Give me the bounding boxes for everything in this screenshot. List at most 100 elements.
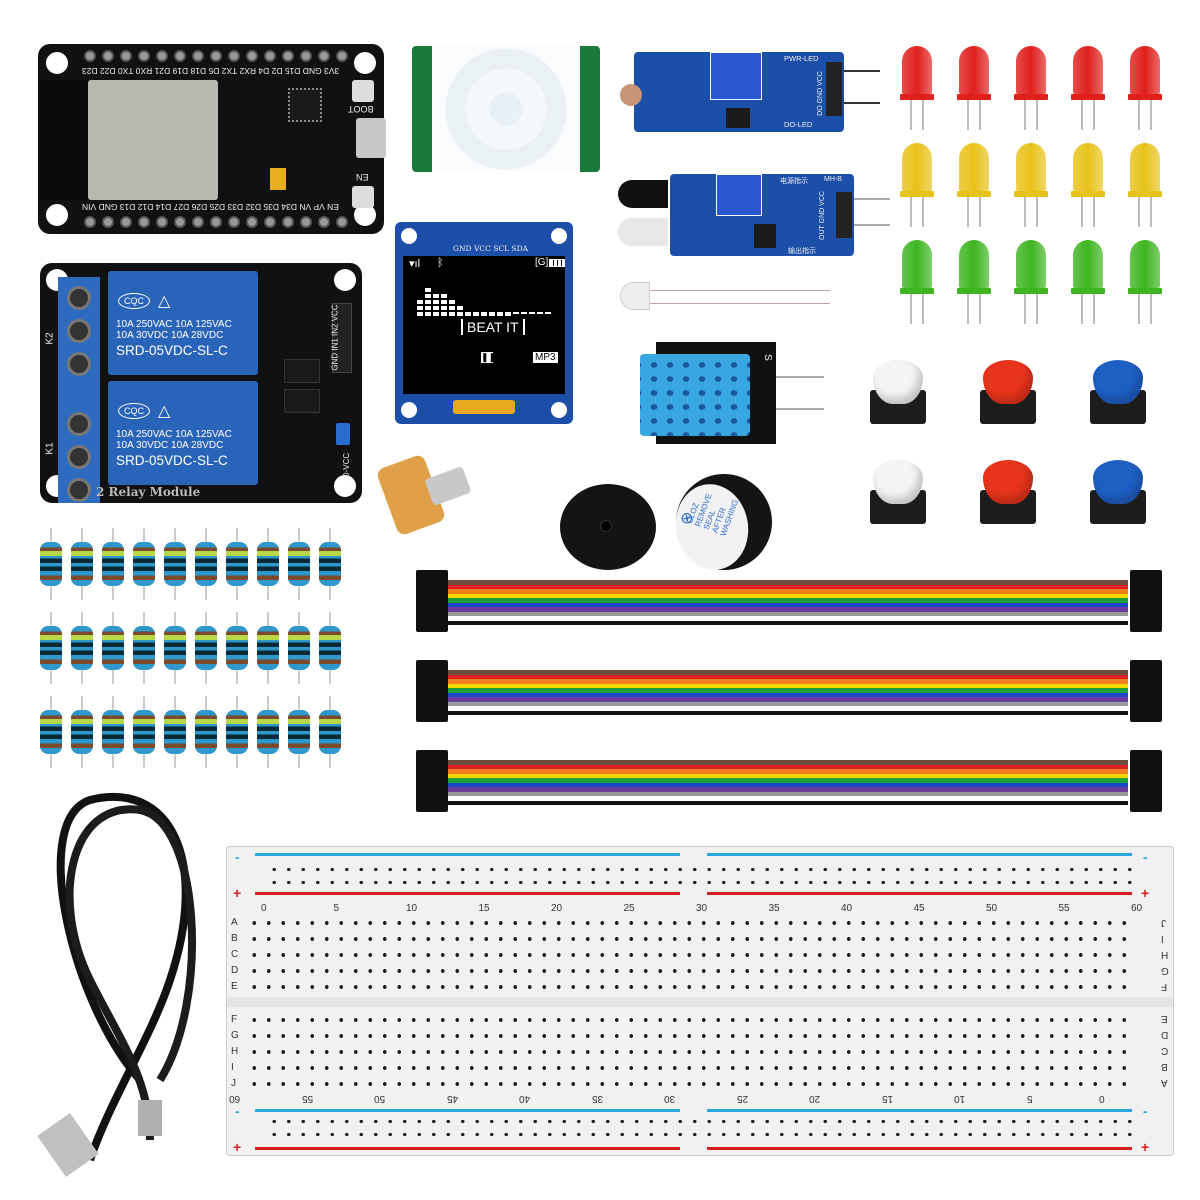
- wire: [448, 616, 1128, 621]
- resistor: [133, 696, 155, 768]
- led-green: [900, 240, 934, 324]
- mount-hole: [354, 204, 376, 226]
- tactile-button[interactable]: [1090, 360, 1146, 426]
- tactile-button[interactable]: [870, 460, 926, 526]
- pin-labels: OUT GND VCC: [818, 191, 826, 240]
- boot-button[interactable]: [352, 80, 374, 102]
- equalizer-bar: [433, 306, 439, 310]
- jd-vcc-jumper[interactable]: [336, 423, 350, 445]
- battery-icon: [549, 259, 565, 267]
- wire: [448, 598, 1128, 603]
- song-title: BEAT IT: [461, 319, 525, 335]
- wire: [448, 620, 1128, 625]
- mode-badge: MP3: [533, 352, 558, 363]
- button-cap: [873, 360, 923, 404]
- led-yellow: [900, 143, 934, 227]
- resistor-body: [288, 710, 310, 754]
- header-label: GND IN1 IN2 VCC: [330, 304, 340, 371]
- signal-icon: ▾ıl: [409, 258, 421, 270]
- led-dome: [1073, 143, 1103, 191]
- led-green: [1128, 240, 1162, 324]
- resistor-body: [319, 710, 341, 754]
- led-grid: [898, 46, 1178, 336]
- column-number: 55: [301, 1093, 313, 1104]
- esp32-module: [88, 80, 218, 200]
- wire: [448, 782, 1128, 787]
- led-legs: [967, 197, 981, 227]
- pot-shaft: [424, 466, 472, 506]
- equalizer-bar: [513, 312, 519, 314]
- rail-minus-bottom: [707, 1109, 1132, 1112]
- mount-hole: [46, 204, 68, 226]
- top-pin-labels: 3V3 GND D15 D2 D4 RX2 TX2 D5 D18 D19 D21…: [82, 66, 340, 76]
- center-channel: [227, 997, 1173, 1007]
- header-pin: [120, 216, 132, 228]
- led-rim: [957, 94, 991, 100]
- led-red: [900, 46, 934, 130]
- led-rim: [1014, 288, 1048, 294]
- led-legs: [1081, 197, 1095, 227]
- equalizer-bar: [465, 312, 471, 316]
- column-number: 20: [551, 903, 563, 914]
- column-number: 0: [1099, 1093, 1105, 1104]
- resistor-body: [40, 626, 62, 670]
- ribbon-connector: [453, 400, 515, 414]
- resistor: [40, 528, 62, 600]
- wire: [448, 800, 1128, 805]
- led-rim: [1014, 94, 1048, 100]
- led-legs: [967, 100, 981, 130]
- equalizer-bar: [489, 312, 495, 316]
- tactile-button[interactable]: [870, 360, 926, 426]
- column-number: 10: [954, 1093, 966, 1104]
- resistor-body: [40, 710, 62, 754]
- resistor: [226, 528, 248, 600]
- row-label: G: [1161, 965, 1169, 976]
- column-number: 60: [1131, 903, 1143, 914]
- potentiometer-trimmer: [716, 174, 762, 216]
- en-button[interactable]: [352, 186, 374, 208]
- rail-minus-bottom: [255, 1109, 680, 1112]
- led-rim: [900, 288, 934, 294]
- led-rim: [1128, 94, 1162, 100]
- led-yellow: [1128, 143, 1162, 227]
- equalizer-bar: [449, 312, 455, 316]
- rail-minus-symbol: -: [235, 1103, 240, 1119]
- wire: [448, 791, 1128, 796]
- jumper-wire-bundle-male-male: [448, 670, 1128, 718]
- header-pin: [336, 216, 348, 228]
- power-indicator-label: 电源指示: [780, 178, 808, 185]
- resistor-body: [133, 710, 155, 754]
- resistor-body: [40, 542, 62, 586]
- ir-receiver: [618, 180, 668, 208]
- tactile-button[interactable]: [980, 360, 1036, 426]
- led-legs: [1138, 100, 1152, 130]
- resistor-body: [319, 626, 341, 670]
- row-label: B: [231, 933, 238, 944]
- equalizer-bar: [457, 306, 463, 310]
- resistor: [226, 696, 248, 768]
- button-cap: [1093, 460, 1143, 504]
- tactile-button[interactable]: [980, 460, 1036, 526]
- column-number: 30: [696, 903, 708, 914]
- rail-plus-top: [707, 892, 1132, 895]
- resistor: [40, 612, 62, 684]
- wire: [448, 701, 1128, 706]
- tactile-button[interactable]: [1090, 460, 1146, 526]
- led-dome: [959, 46, 989, 94]
- led-yellow: [957, 143, 991, 227]
- resistor-grid: [38, 528, 358, 768]
- equalizer-bar: [457, 312, 463, 316]
- resistor: [257, 612, 279, 684]
- resistor: [133, 528, 155, 600]
- resistor-body: [71, 626, 93, 670]
- header-pin: [174, 50, 186, 62]
- header-pin: [228, 50, 240, 62]
- wire: [448, 697, 1128, 702]
- resistor-body: [71, 542, 93, 586]
- equalizer-bar: [473, 312, 479, 316]
- resistor-body: [102, 626, 124, 670]
- pwr-led-label: PWR-LED: [784, 54, 819, 63]
- jumper-wire-bundle-female-female: [448, 580, 1128, 628]
- resistor: [288, 696, 310, 768]
